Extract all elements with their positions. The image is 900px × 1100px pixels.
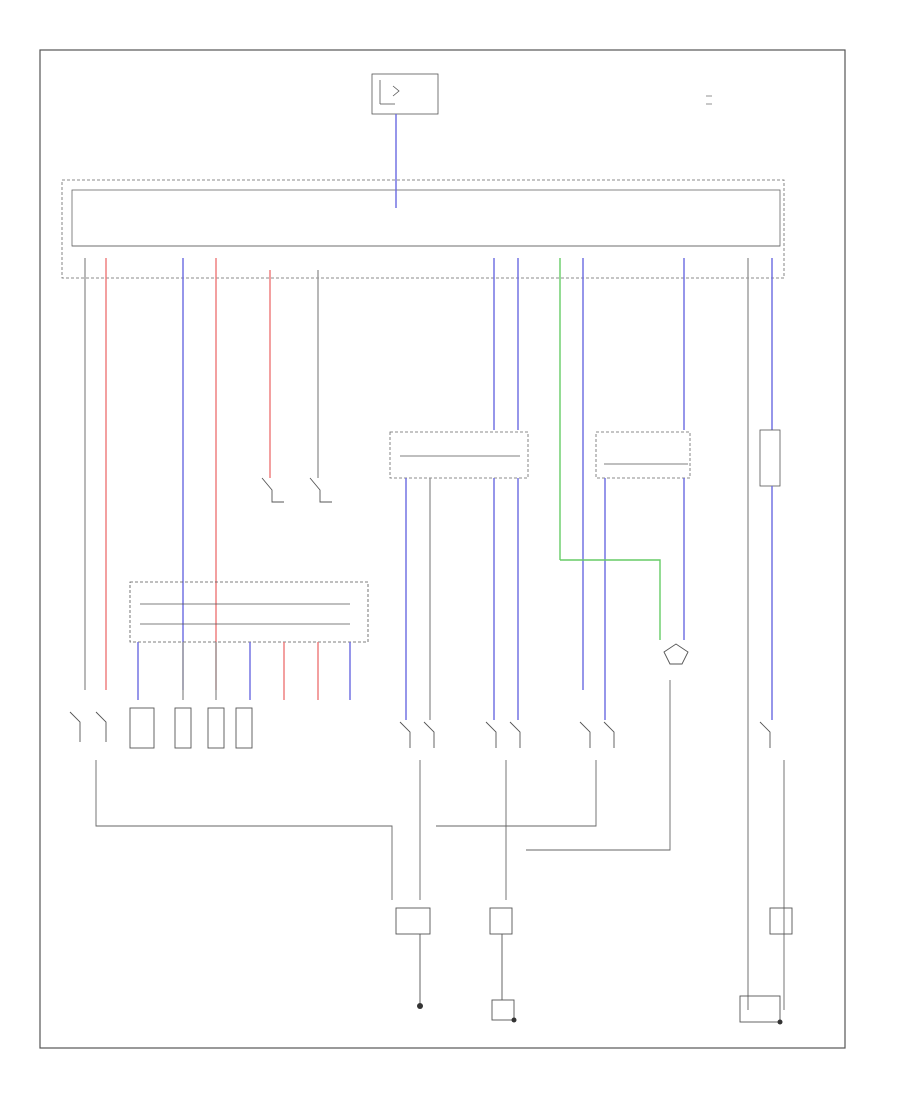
- door-lock-distribution: [129, 581, 369, 643]
- door-unlock-detection-switch: [663, 643, 689, 665]
- door-courtesy-component: [759, 429, 781, 487]
- motor-wires: [137, 642, 351, 700]
- door-lock-motors: [69, 707, 253, 749]
- relay-output-wires: [405, 478, 773, 720]
- key-switches: [261, 477, 332, 503]
- lock-control-relay-a: [389, 431, 529, 479]
- legend: [706, 95, 712, 105]
- junction-block: [61, 179, 785, 279]
- lower-bus-wires: [95, 680, 785, 1010]
- diagram-frame: [39, 49, 846, 1049]
- ground-symbols: [417, 995, 783, 1025]
- bottom-connectors: [395, 907, 793, 1004]
- lock-control-relay-b: [595, 431, 691, 479]
- relay-switches: [399, 721, 771, 748]
- junction-wires: [84, 258, 773, 1010]
- battery-fuse-box: [371, 73, 439, 115]
